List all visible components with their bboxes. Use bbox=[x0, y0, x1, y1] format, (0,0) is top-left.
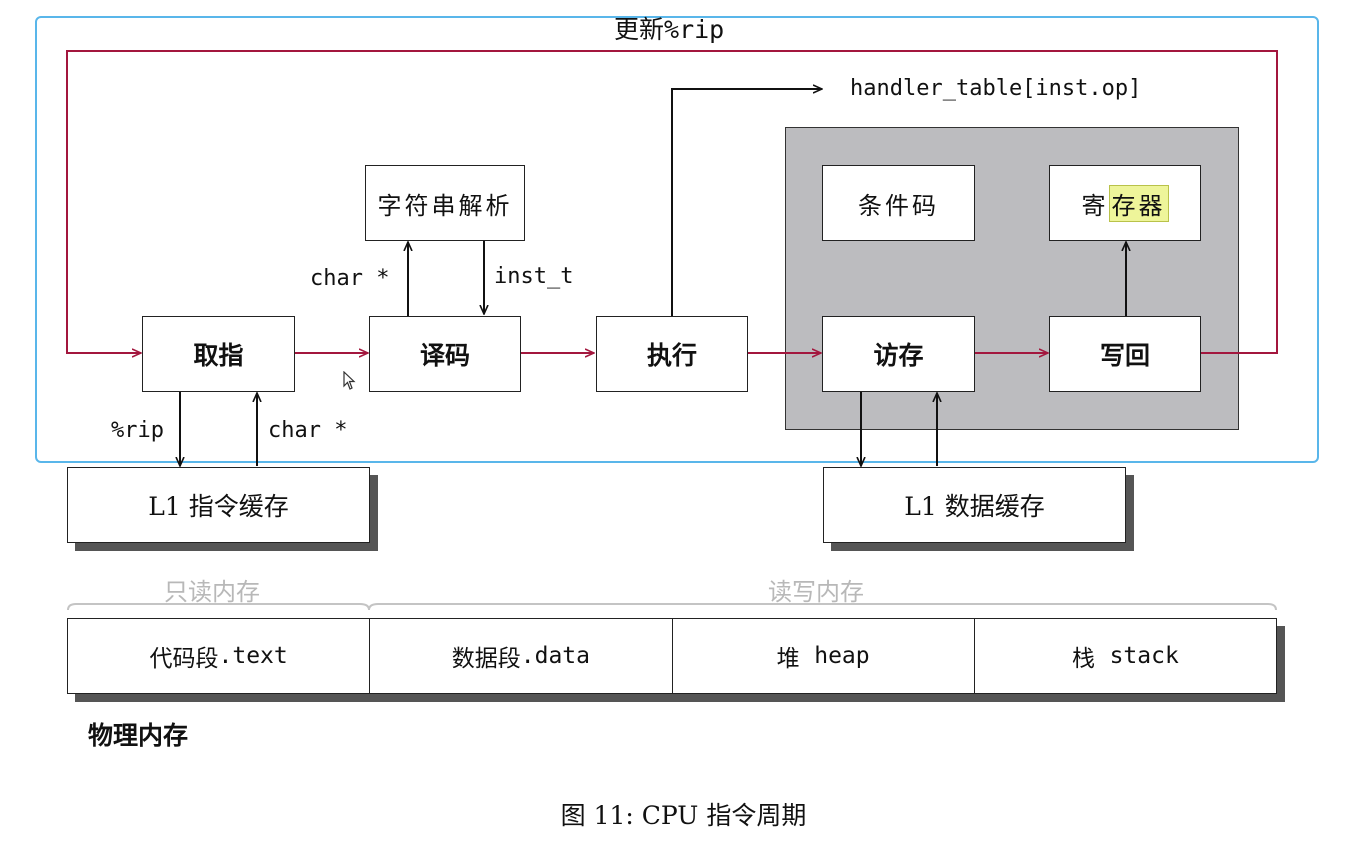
handler-table-label: handler_table[inst.op] bbox=[850, 76, 1142, 101]
heap-segment-zh: 堆 bbox=[776, 646, 800, 672]
register-label-highlight: 存器 bbox=[1108, 184, 1169, 222]
rip-label: %rip bbox=[111, 418, 164, 443]
register-node[interactable]: 寄存器 bbox=[1049, 165, 1201, 241]
stack-segment[interactable]: 栈 stack bbox=[975, 619, 1276, 693]
execute-node[interactable]: 执行 bbox=[596, 316, 748, 392]
selection-frame[interactable] bbox=[35, 16, 1319, 463]
figure-caption: 图 11: CPU 指令周期 bbox=[560, 801, 807, 830]
inst-t-label: inst_t bbox=[494, 264, 574, 289]
string-parse-node[interactable]: 字符串解析 bbox=[365, 165, 525, 241]
update-rip-label-code: %rip bbox=[664, 15, 725, 44]
data-segment[interactable]: 数据段.data bbox=[370, 619, 673, 693]
arrow-execute-handler bbox=[671, 89, 822, 316]
update-rip-label-text: 更新 bbox=[614, 15, 665, 44]
mouse-pointer-icon bbox=[343, 371, 356, 390]
text-segment-code: .text bbox=[218, 643, 288, 669]
update-rip-loop bbox=[66, 50, 1278, 353]
heap-segment[interactable]: 堆 heap bbox=[673, 619, 975, 693]
physical-memory-segments: 代码段.text 数据段.data 堆 heap 栈 stack bbox=[67, 618, 1277, 694]
decode-node[interactable]: 译码 bbox=[369, 316, 521, 392]
readwrite-memory-label: 读写内存 bbox=[768, 578, 864, 606]
memory-access-node[interactable]: 访存 bbox=[822, 316, 975, 392]
data-segment-zh: 数据段 bbox=[451, 646, 521, 672]
l1-data-cache[interactable]: L1 数据缓存 bbox=[823, 467, 1126, 543]
char-ptr-decode-label: char * bbox=[310, 266, 390, 291]
char-ptr-fetch-label: char * bbox=[268, 418, 348, 443]
stack-segment-code: stack bbox=[1109, 643, 1179, 669]
text-segment-zh: 代码段 bbox=[149, 646, 219, 672]
writeback-node[interactable]: 写回 bbox=[1049, 316, 1201, 392]
register-label-prefix: 寄 bbox=[1081, 191, 1109, 220]
brace-readwrite bbox=[368, 603, 1277, 611]
l1-instruction-cache[interactable]: L1 指令缓存 bbox=[67, 467, 370, 543]
stack-segment-zh: 栈 bbox=[1071, 646, 1095, 672]
physical-memory-label: 物理内存 bbox=[88, 721, 189, 750]
data-segment-code: .data bbox=[520, 643, 590, 669]
heap-segment-code: heap bbox=[814, 643, 870, 669]
update-rip-label: 更新%rip bbox=[614, 10, 724, 46]
readonly-memory-label: 只读内存 bbox=[164, 578, 260, 606]
text-segment[interactable]: 代码段.text bbox=[68, 619, 371, 693]
condition-code-node[interactable]: 条件码 bbox=[822, 165, 975, 241]
brace-readonly bbox=[67, 603, 370, 611]
fetch-node[interactable]: 取指 bbox=[142, 316, 295, 392]
